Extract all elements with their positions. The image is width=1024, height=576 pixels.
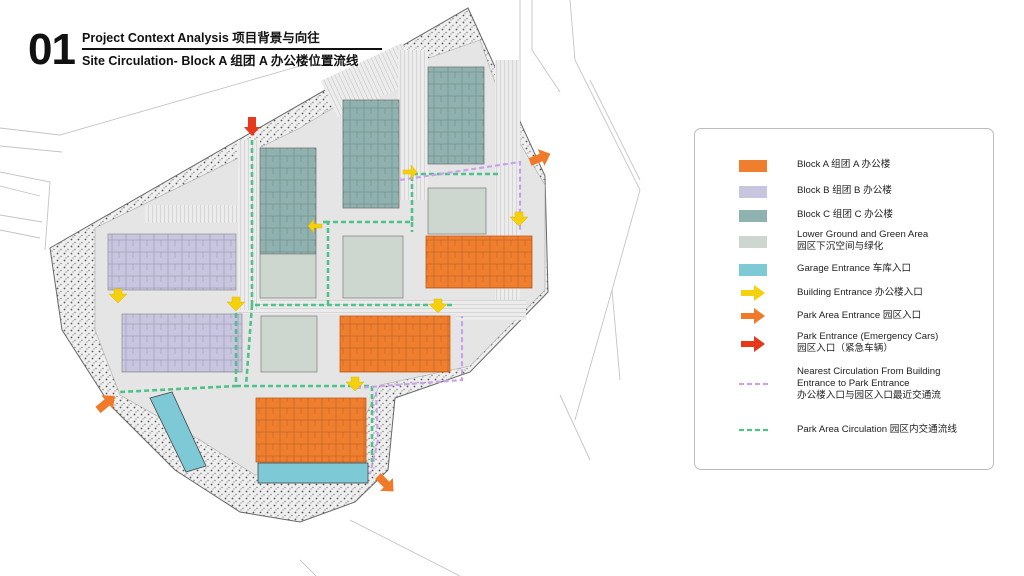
legend-label: Lower Ground and Green Area 园区下沉空间与绿化: [797, 229, 929, 252]
building-entrance-arrow-icon: [741, 285, 765, 301]
building-entrance-arrows: [108, 164, 529, 392]
park-entrance-arrow-icon: [741, 308, 765, 324]
park-circulation-line-icon: [739, 428, 769, 432]
legend-label: Block A 组团 A 办公楼: [797, 159, 891, 170]
block-c-swatch: [739, 210, 767, 222]
section-number: 01: [28, 25, 76, 74]
emergency-entrance-arrow: [244, 117, 260, 136]
legend-label: Building Entrance 办公楼入口: [797, 287, 923, 298]
emergency-entrance-arrow-icon: [741, 336, 765, 352]
nearest-circulation-line-icon: [739, 382, 769, 386]
lower-ground-areas: [259, 187, 487, 373]
context-roads: [0, 0, 641, 576]
park-entrance-arrows: [95, 149, 551, 492]
garage-entrances: [149, 391, 369, 484]
legend-label: Block B 组团 B 办公楼: [797, 185, 892, 196]
block-b-buildings: [107, 233, 243, 373]
header-titles: Project Context Analysis 项目背景与向往 Site Ci…: [82, 30, 402, 69]
nearest-circulation: [355, 160, 522, 475]
legend-label: Block C 组团 C 办公楼: [797, 209, 893, 220]
legend-label: Park Area Entrance 园区入口: [797, 310, 922, 321]
section-title: Project Context Analysis 项目背景与向往: [82, 31, 320, 45]
title-divider: [82, 48, 382, 50]
legend-label: Garage Entrance 车库入口: [797, 263, 912, 274]
legend-panel: Block A 组团 A 办公楼 Block B 组团 B 办公楼 Block …: [694, 128, 994, 470]
block-c-buildings: [259, 66, 485, 255]
block-b-swatch: [739, 186, 767, 198]
legend-label: Park Entrance (Emergency Cars) 园区入口（紧急车辆…: [797, 331, 939, 354]
section-subtitle: Site Circulation- Block A 组团 A 办公楼位置流线: [82, 53, 359, 68]
garage-swatch: [739, 264, 767, 276]
lower-ground-swatch: [739, 236, 767, 248]
block-a-swatch: [739, 160, 767, 172]
block-a-buildings: [255, 235, 533, 463]
legend-label: Park Area Circulation 园区内交通流线: [797, 424, 957, 435]
legend-label: Nearest Circulation From Building Entran…: [797, 366, 941, 401]
